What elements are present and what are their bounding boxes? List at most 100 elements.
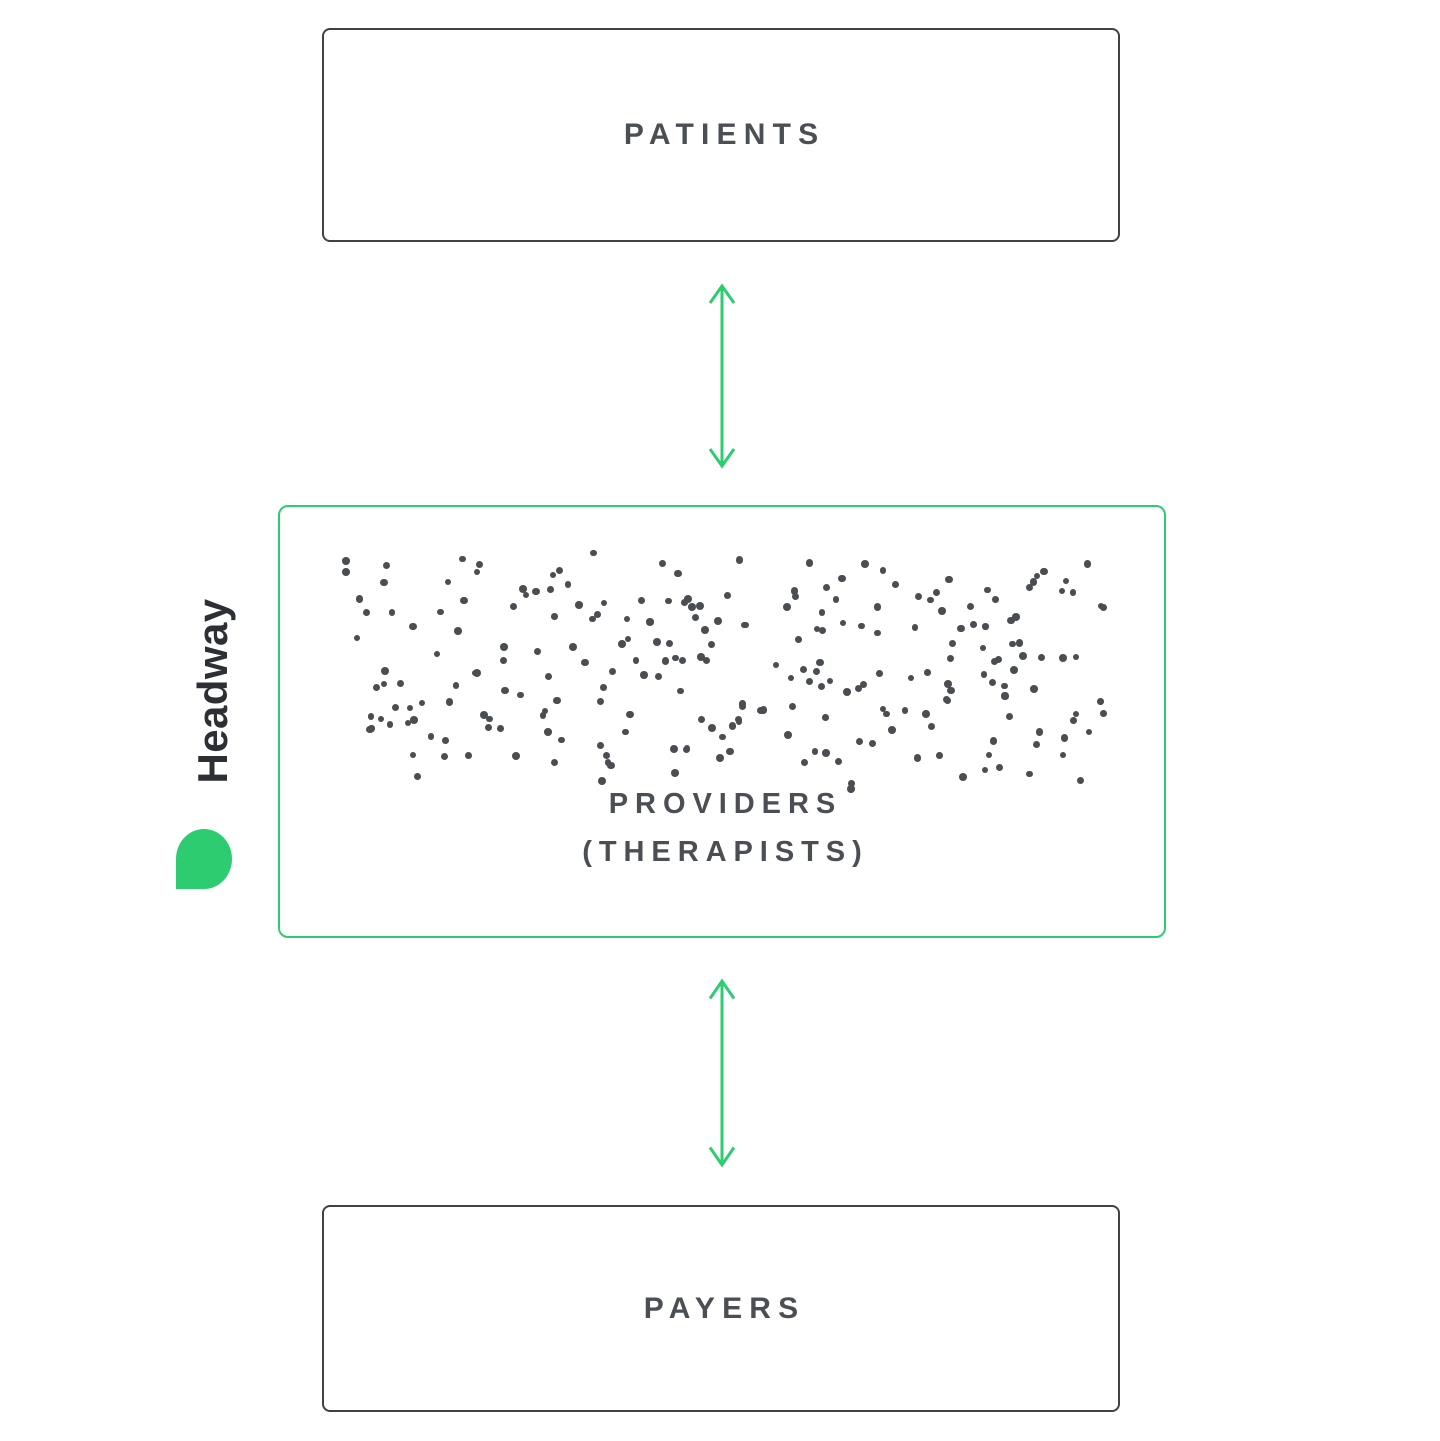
provider-dot — [670, 769, 679, 778]
arrow-providers-payers-icon — [700, 976, 744, 1170]
provider-dot — [816, 659, 824, 667]
provider-dot — [707, 640, 716, 649]
provider-dot — [876, 670, 884, 678]
provider-dot — [388, 609, 396, 616]
provider-dot — [434, 650, 441, 658]
provider-dot — [1032, 741, 1041, 749]
provider-dot — [373, 683, 381, 691]
provider-dot — [602, 751, 611, 759]
provider-dot — [499, 656, 507, 664]
provider-dot — [834, 757, 843, 766]
provider-dot — [966, 603, 974, 611]
payers-label: PAYERS — [643, 1291, 806, 1325]
provider-dot — [902, 707, 909, 714]
headway-wordmark: Headway — [189, 598, 236, 784]
provider-dot — [842, 687, 851, 696]
provider-dot — [995, 763, 1003, 771]
provider-dot — [397, 679, 405, 687]
provider-dot — [354, 634, 361, 642]
provider-dot — [1016, 639, 1024, 647]
provider-dot — [868, 739, 877, 748]
provider-dot — [380, 579, 388, 587]
provider-dot — [873, 603, 882, 611]
provider-dot — [607, 761, 615, 770]
provider-dot — [512, 751, 521, 760]
provider-dot — [418, 699, 426, 707]
provider-dot — [533, 647, 541, 655]
provider-dot — [549, 572, 556, 579]
provider-dot — [623, 615, 630, 622]
provider-dot — [669, 744, 678, 753]
provider-dot — [406, 704, 413, 711]
provider-dot — [427, 733, 435, 740]
provider-dot — [547, 585, 554, 593]
provider-dot — [356, 595, 364, 603]
provider-dot — [1099, 603, 1107, 611]
provider-dot — [342, 557, 350, 565]
patients-label: PATIENTS — [623, 118, 826, 151]
provider-dot — [806, 678, 814, 686]
arrow-patients-providers-icon — [700, 281, 744, 471]
provider-dot — [946, 654, 954, 662]
provider-dot — [1076, 777, 1084, 785]
provider-dot — [846, 784, 855, 793]
provider-dot — [933, 589, 941, 596]
provider-dot — [981, 767, 988, 774]
provider-dot — [983, 586, 991, 594]
provider-dot — [1097, 698, 1104, 705]
provider-dot — [626, 711, 634, 719]
provider-dot — [436, 608, 444, 616]
providers-label: PROVIDERS (THERAPISTS) — [280, 780, 1164, 876]
provider-dot — [639, 671, 648, 680]
provider-dot — [569, 642, 577, 651]
provider-dot — [485, 723, 493, 731]
provider-dot — [991, 596, 999, 604]
provider-dot — [1059, 751, 1067, 758]
provider-dot — [473, 568, 481, 576]
provider-dot — [883, 710, 890, 718]
provider-dot — [726, 747, 735, 756]
provider-dot — [1001, 692, 1009, 700]
provider-dot — [691, 613, 699, 621]
provider-dot — [409, 751, 417, 758]
provider-dot — [838, 574, 846, 583]
node-providers: PROVIDERS (THERAPISTS) — [278, 505, 1166, 938]
provider-dot — [928, 723, 936, 731]
provider-dot — [362, 608, 370, 616]
provider-dot — [368, 725, 375, 732]
provider-dot — [1062, 578, 1069, 585]
provider-dot — [991, 658, 999, 666]
provider-dot — [922, 709, 930, 718]
provider-dot — [823, 583, 831, 592]
provider-dot — [460, 596, 468, 605]
provider-dot — [679, 656, 687, 664]
provider-dot — [677, 687, 684, 695]
provider-dot — [445, 698, 454, 706]
provider-dot — [1007, 616, 1015, 625]
provider-dot — [791, 593, 799, 601]
provider-dot — [532, 587, 540, 596]
provider-dot — [880, 567, 887, 574]
provider-dot — [500, 686, 509, 695]
provider-dot — [684, 594, 692, 603]
provider-dot — [589, 615, 596, 623]
provider-dot — [839, 619, 846, 626]
provider-dot — [913, 754, 921, 762]
provider-dot — [783, 730, 792, 739]
provider-dot — [695, 602, 704, 611]
provider-dot — [618, 640, 627, 648]
provider-dot — [459, 555, 466, 562]
provider-dot — [509, 602, 518, 610]
provider-dot — [553, 696, 562, 705]
provider-dot — [888, 726, 896, 734]
provider-dot — [813, 625, 821, 633]
provider-dot — [624, 635, 632, 643]
provider-dot — [818, 609, 825, 616]
provider-dot — [550, 758, 559, 767]
provider-dot — [739, 703, 747, 711]
provider-dot — [654, 672, 662, 680]
provider-dot — [818, 626, 827, 635]
provider-dot — [719, 733, 726, 740]
provider-dot — [410, 716, 418, 724]
provider-dot — [788, 703, 796, 711]
